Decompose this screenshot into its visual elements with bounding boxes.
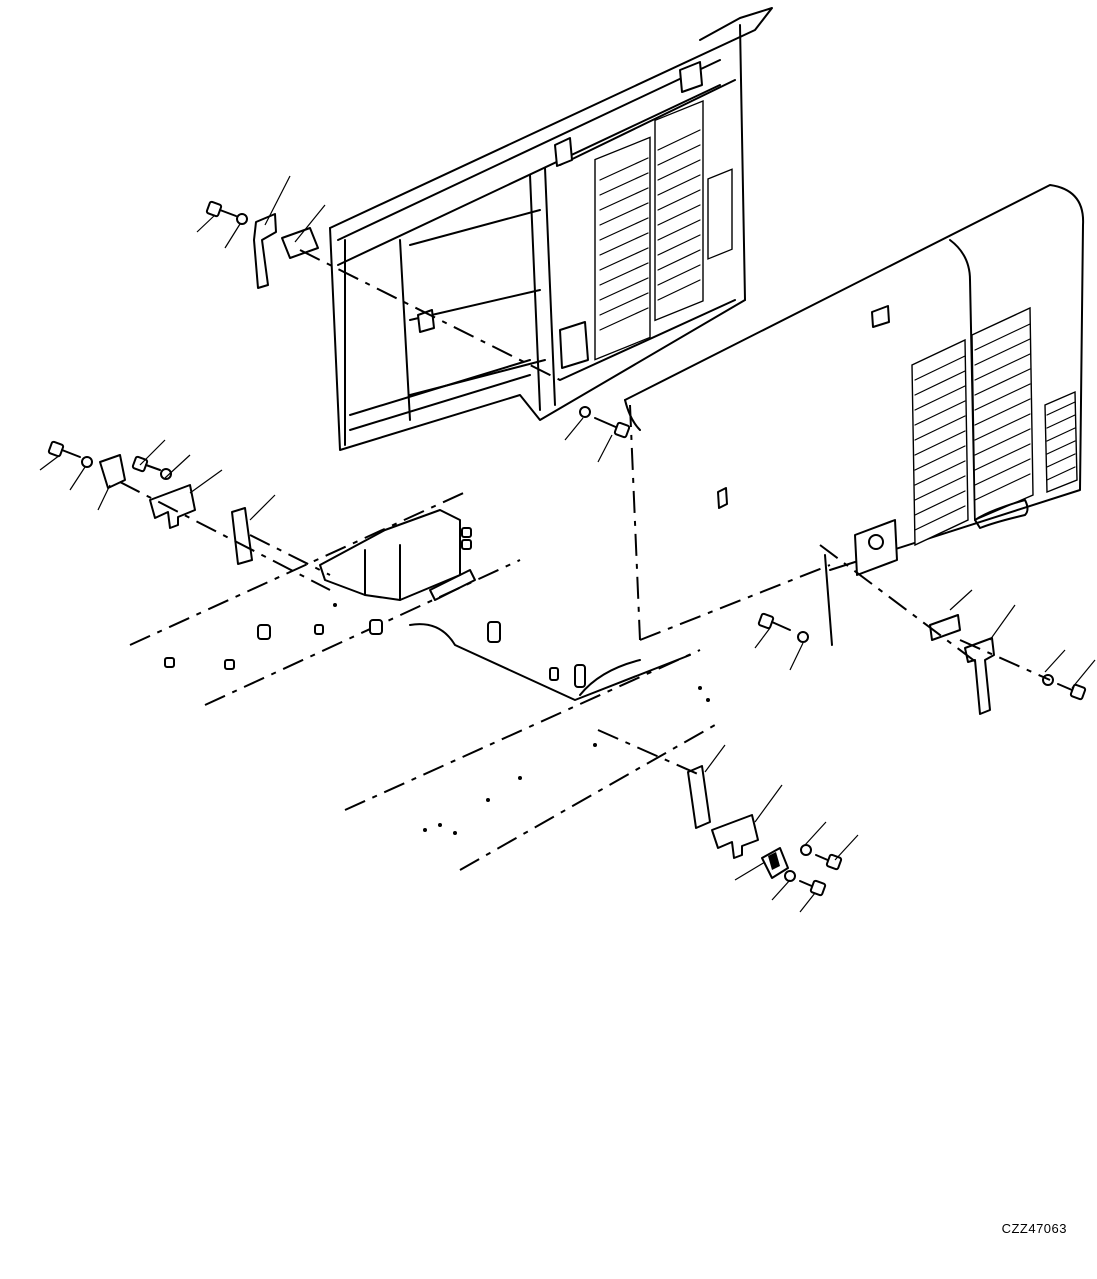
washer-icon [797,631,809,643]
door-lock [854,519,898,576]
bolt-icon [131,455,161,473]
plate-icon [929,614,961,641]
hardware-center [579,406,631,439]
left-door-frame [329,7,773,451]
mounting-pins [164,527,586,688]
right-side-door [624,184,1085,646]
washer-icon [236,213,248,225]
drawing-code: CZZ47063 [1001,1221,1067,1236]
washer-icon [784,870,796,882]
washer-icon [160,468,172,480]
bolt-icon [815,853,843,871]
bolt-icon [1057,683,1087,701]
plate-icon [149,484,196,529]
washer-icon [81,456,93,468]
bolt-icon [757,612,791,631]
plate-icon [231,507,253,565]
door-handle [974,499,1029,529]
hardware-left [47,440,253,565]
latch-icon [761,847,789,879]
base-frame [129,489,716,871]
bolt-icon [594,417,631,439]
plate-icon [281,227,319,259]
callout-leaders [39,175,1096,913]
latch-icon [253,213,277,289]
washer-icon [579,406,591,418]
hardware-bottom [687,765,843,897]
plate-icon [687,765,711,829]
bolt-icon [47,440,81,458]
hardware-top-left [205,200,319,289]
right-door-grill [911,306,1078,547]
bolt-icon [205,200,237,218]
latch-icon [99,454,126,489]
assembly-lines [119,249,1051,776]
hardware-right [757,612,1087,715]
plate-icon [711,814,759,859]
washer-icon [800,844,812,856]
left-door-grill [594,99,733,361]
bolt-icon [799,879,827,897]
latch-icon [964,637,995,715]
